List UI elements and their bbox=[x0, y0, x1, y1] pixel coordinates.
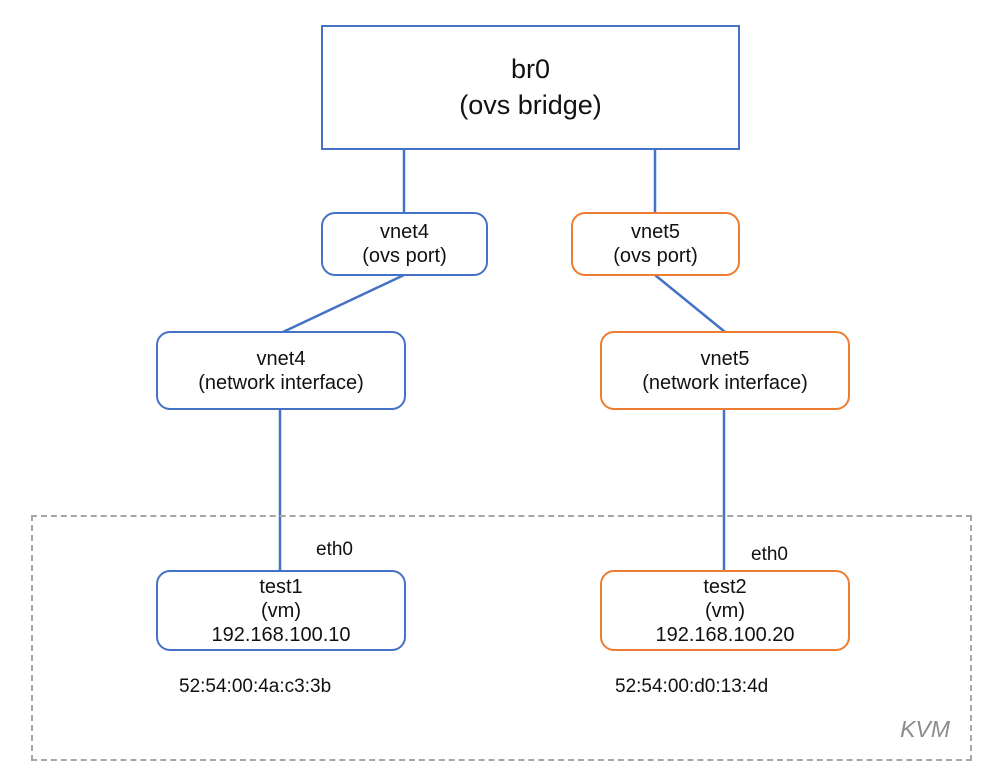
port-type: (ovs port) bbox=[613, 245, 698, 267]
interface-name: vnet5 bbox=[700, 347, 750, 370]
port-name: vnet5 bbox=[631, 221, 680, 243]
link-vnet5-port-interface bbox=[654, 274, 726, 333]
vm-type: (vm) bbox=[705, 599, 745, 622]
interface-type: (network interface) bbox=[198, 371, 364, 394]
vm-mac-address: 52:54:00:d0:13:4d bbox=[615, 676, 769, 697]
port-vnet5: vnet5 (ovs port) bbox=[571, 212, 740, 276]
kvm-host-boundary bbox=[31, 515, 972, 761]
vm-name: test2 bbox=[703, 575, 747, 598]
vm-nic-label: eth0 bbox=[316, 539, 353, 560]
vm-test2: test2 (vm) 192.168.100.20 bbox=[600, 570, 850, 651]
interface-vnet4: vnet4 (network interface) bbox=[156, 331, 406, 410]
interface-type: (network interface) bbox=[642, 371, 808, 394]
vm-mac-address: 52:54:00:4a:c3:3b bbox=[179, 676, 332, 697]
bridge-br0: br0 (ovs bridge) bbox=[321, 25, 740, 150]
vm-ip: 192.168.100.10 bbox=[211, 623, 351, 646]
interface-name: vnet4 bbox=[256, 347, 306, 370]
vm-test1: test1 (vm) 192.168.100.10 bbox=[156, 570, 406, 651]
port-name: vnet4 bbox=[380, 221, 429, 243]
bridge-name: br0 bbox=[510, 54, 551, 85]
interface-vnet5: vnet5 (network interface) bbox=[600, 331, 850, 410]
vm-name: test1 bbox=[259, 575, 303, 598]
vm-type: (vm) bbox=[261, 599, 301, 622]
port-type: (ovs port) bbox=[362, 245, 447, 267]
link-vnet4-port-interface bbox=[282, 273, 405, 334]
kvm-label: KVM bbox=[900, 716, 950, 742]
bridge-type: (ovs bridge) bbox=[459, 89, 602, 120]
vm-nic-label: eth0 bbox=[751, 544, 788, 565]
vm-ip: 192.168.100.20 bbox=[655, 623, 795, 646]
port-vnet4: vnet4 (ovs port) bbox=[321, 212, 488, 276]
